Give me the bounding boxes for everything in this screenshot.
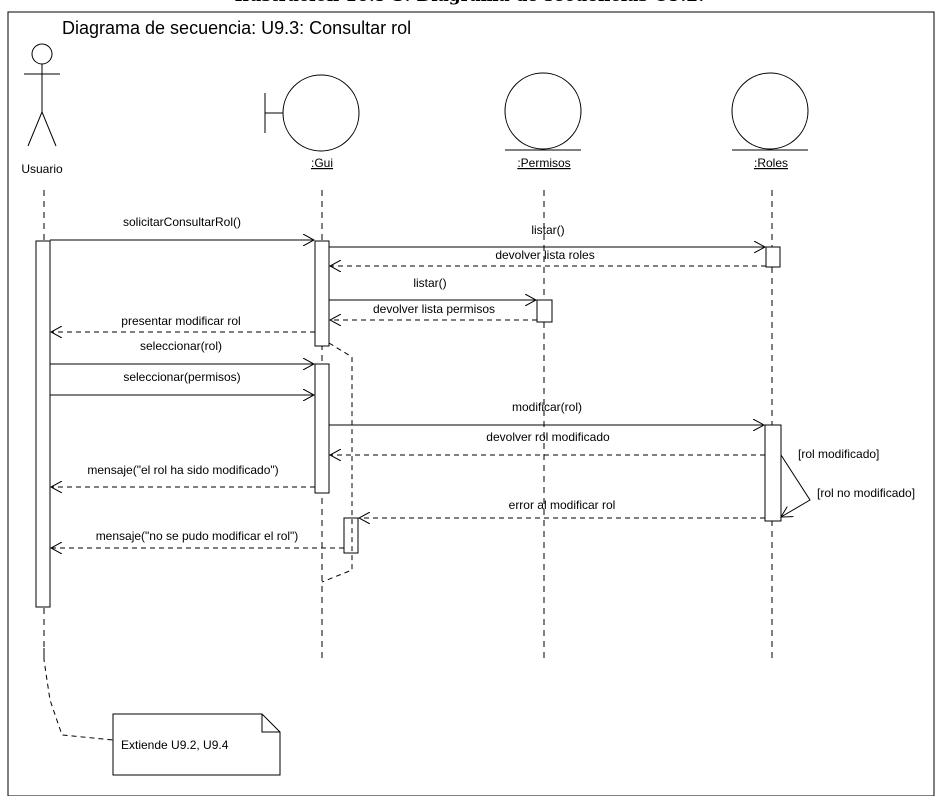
activation-bar-usuario — [35, 240, 51, 608]
activation-bar-gui — [314, 240, 330, 347]
message-label: mensaje("el rol ha sido modificado") — [87, 463, 278, 477]
message-label: seleccionar(permisos) — [123, 370, 240, 384]
figure-caption: Ilustración 10.9 3: Diagrama de secuenci… — [0, 0, 939, 8]
activation-bar-gui — [314, 363, 330, 494]
message-label: error al modificar rol — [509, 498, 616, 512]
note-box — [112, 713, 281, 776]
entity-icon — [504, 72, 582, 151]
entity-icon — [731, 72, 809, 151]
message-label: devolver lista roles — [495, 248, 594, 262]
note-fold — [261, 714, 280, 733]
message-label: listar() — [413, 276, 446, 290]
message-label: mensaje("no se pudo modificar el rol") — [96, 529, 299, 543]
message-label: devolver lista permisos — [373, 302, 495, 316]
boundary-icon — [264, 74, 360, 152]
guard-label: [rol no modificado] — [817, 486, 915, 500]
lifeline-gui: :Gui — [264, 74, 360, 170]
lifeline-label-usuario: Usuario — [21, 162, 63, 176]
activation-bar-permisos — [536, 299, 553, 323]
branch-arrow — [781, 454, 811, 517]
message-label: presentar modificar rol — [121, 314, 240, 328]
dashed-connector — [321, 342, 353, 583]
message-label: devolver rol modificado — [486, 430, 610, 444]
note-connector — [43, 648, 114, 741]
activation-bar-gui-error — [343, 517, 359, 554]
lifeline-label-roles: :Roles — [754, 156, 788, 170]
message-label: modificar(rol) — [512, 400, 582, 414]
diagram-title: Diagrama de secuencia: U9.3: Consultar r… — [62, 18, 411, 38]
actor-usuario: Usuario — [21, 43, 63, 176]
activation-bar-roles — [764, 424, 782, 522]
lifeline-permisos: :Permisos — [504, 72, 582, 170]
activation-bar-roles — [765, 246, 781, 268]
lifeline-label-permisos: :Permisos — [517, 156, 570, 170]
message-label: listar() — [531, 223, 564, 237]
note-text: Extiende U9.2, U9.4 — [121, 738, 229, 752]
actor-icon — [24, 43, 60, 147]
guard-label: [rol modificado] — [798, 447, 879, 461]
message-label: solicitarConsultarRol() — [123, 215, 241, 229]
lifeline-roles: :Roles — [731, 72, 809, 170]
message-label: seleccionar(rol) — [140, 339, 222, 353]
lifeline-label-gui: :Gui — [311, 156, 333, 170]
diagram-frame — [7, 11, 935, 796]
